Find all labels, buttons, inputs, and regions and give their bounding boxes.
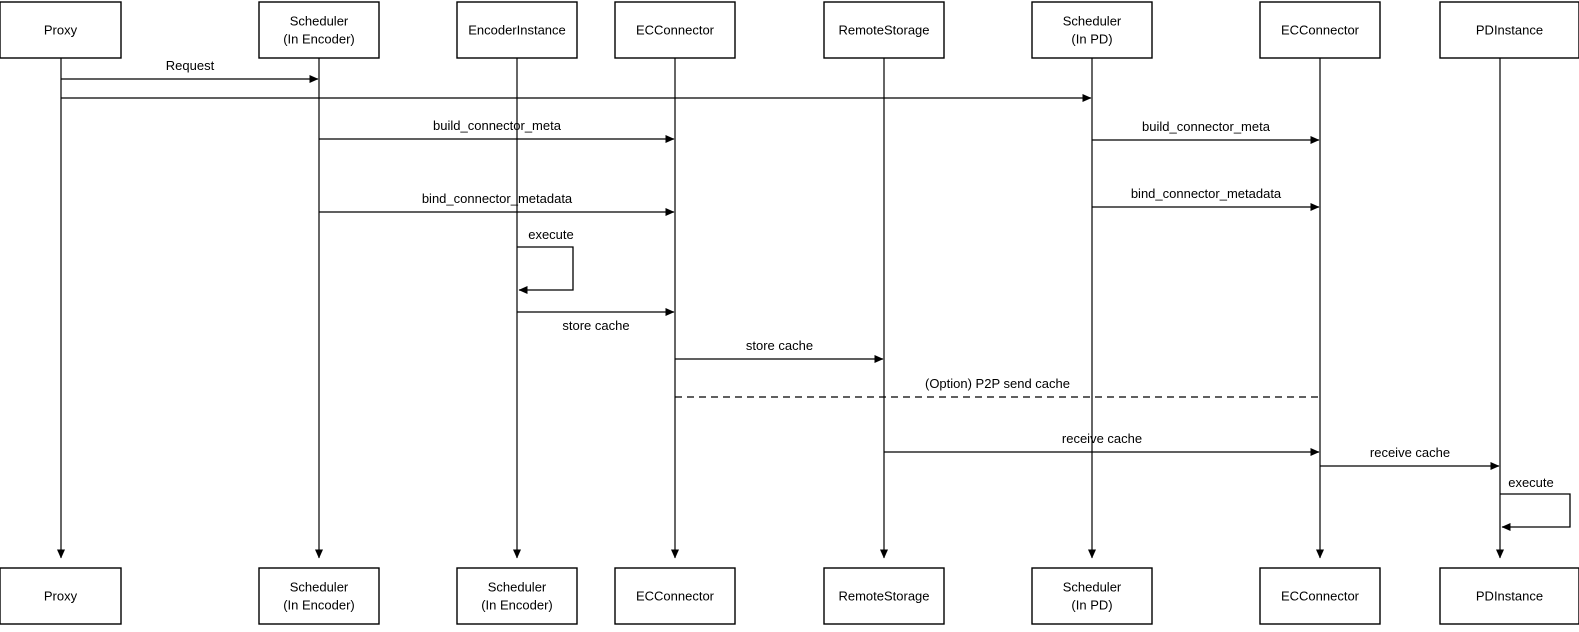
participant-box-top-encoder-inst[interactable]: EncoderInstance bbox=[456, 1, 578, 59]
participant-label: ECConnector bbox=[1281, 22, 1360, 37]
participant-sublabel: (In PD) bbox=[1071, 31, 1112, 46]
participant-sublabel: (In PD) bbox=[1071, 597, 1112, 612]
participant-label: RemoteStorage bbox=[838, 22, 929, 37]
participant-sublabel: (In Encoder) bbox=[283, 597, 355, 612]
self-message-label: execute bbox=[528, 227, 574, 242]
self-message-path bbox=[1500, 493, 1571, 531]
self-messages-layer: execute execute bbox=[517, 227, 1571, 531]
participant-label: Scheduler bbox=[1063, 579, 1122, 594]
participant-label: Scheduler bbox=[1063, 13, 1122, 28]
message-m9: (Option) P2P send cache bbox=[675, 376, 1320, 398]
participant-box-bottom-ecc-pd[interactable]: ECConnector bbox=[1259, 567, 1381, 625]
participant-label: ECConnector bbox=[636, 588, 715, 603]
participant-box-bottom-encoder-inst[interactable]: Scheduler (In Encoder) bbox=[456, 567, 578, 625]
participant-sublabel: (In Encoder) bbox=[283, 31, 355, 46]
message-label: (Option) P2P send cache bbox=[925, 376, 1070, 391]
participant-label: ECConnector bbox=[636, 22, 715, 37]
message-m11: receive cache bbox=[1320, 445, 1500, 470]
messages-layer: Request build_connector_meta build_connect… bbox=[61, 58, 1500, 470]
self-message-path bbox=[517, 246, 574, 294]
participant-box-top-ecc-enc[interactable]: ECConnector bbox=[614, 1, 736, 59]
participant-label: Scheduler bbox=[290, 579, 349, 594]
participant-label: EncoderInstance bbox=[468, 22, 566, 37]
participant-label: Scheduler bbox=[290, 13, 349, 28]
participant-label: Scheduler bbox=[488, 579, 547, 594]
message-m10: receive cache bbox=[884, 431, 1320, 456]
participant-box-bottom-ecc-enc[interactable]: ECConnector bbox=[614, 567, 736, 625]
message-label: receive cache bbox=[1062, 431, 1142, 446]
bottom-participant-boxes: Proxy Scheduler (In Encoder) Scheduler (In E… bbox=[0, 567, 1579, 625]
participant-label: PDInstance bbox=[1476, 588, 1543, 603]
message-label: build_connector_meta bbox=[433, 118, 562, 133]
message-label: Request bbox=[166, 58, 215, 73]
participant-box-bottom-pd-inst[interactable]: PDInstance bbox=[1439, 567, 1579, 625]
message-label: store cache bbox=[562, 318, 629, 333]
message-m7: store cache bbox=[517, 308, 675, 333]
participant-sublabel: (In Encoder) bbox=[481, 597, 553, 612]
self-message-label: execute bbox=[1508, 475, 1554, 490]
participant-label: ECConnector bbox=[1281, 588, 1360, 603]
participant-box-top-pd-inst[interactable]: PDInstance bbox=[1439, 1, 1579, 59]
participant-label: Proxy bbox=[44, 22, 78, 37]
participant-box-top-ecc-pd[interactable]: ECConnector bbox=[1259, 1, 1381, 59]
participant-box-top-sched-pd[interactable]: Scheduler (In PD) bbox=[1031, 1, 1153, 59]
participant-label: Proxy bbox=[44, 588, 78, 603]
self-message-s1: execute bbox=[517, 227, 574, 294]
message-label: bind_connector_metadata bbox=[1131, 186, 1282, 201]
participant-label: PDInstance bbox=[1476, 22, 1543, 37]
message-label: bind_connector_metadata bbox=[422, 191, 573, 206]
message-label: build_connector_meta bbox=[1142, 119, 1271, 134]
message-m5: bind_connector_metadata bbox=[319, 191, 675, 216]
message-m6: bind_connector_metadata bbox=[1092, 186, 1320, 211]
message-label: receive cache bbox=[1370, 445, 1450, 460]
message-m8: store cache bbox=[675, 338, 884, 363]
self-message-s2: execute bbox=[1500, 475, 1571, 531]
participant-label: RemoteStorage bbox=[838, 588, 929, 603]
participant-box-bottom-sched-enc[interactable]: Scheduler (In Encoder) bbox=[258, 567, 380, 625]
message-label: store cache bbox=[746, 338, 813, 353]
message-m4: build_connector_meta bbox=[1092, 119, 1320, 144]
message-m1: Request bbox=[61, 58, 319, 83]
top-participant-boxes: Proxy Scheduler (In Encoder) EncoderInstanc… bbox=[0, 1, 1579, 59]
participant-box-top-remote[interactable]: RemoteStorage bbox=[823, 1, 945, 59]
message-m3: build_connector_meta bbox=[319, 118, 675, 143]
lifelines-layer bbox=[57, 58, 1504, 559]
participant-box-top-proxy[interactable]: Proxy bbox=[0, 1, 122, 59]
participant-box-bottom-proxy[interactable]: Proxy bbox=[0, 567, 122, 625]
participant-box-top-sched-enc[interactable]: Scheduler (In Encoder) bbox=[258, 1, 380, 59]
participant-box-bottom-remote[interactable]: RemoteStorage bbox=[823, 567, 945, 625]
participant-box-bottom-sched-pd[interactable]: Scheduler (In PD) bbox=[1031, 567, 1153, 625]
